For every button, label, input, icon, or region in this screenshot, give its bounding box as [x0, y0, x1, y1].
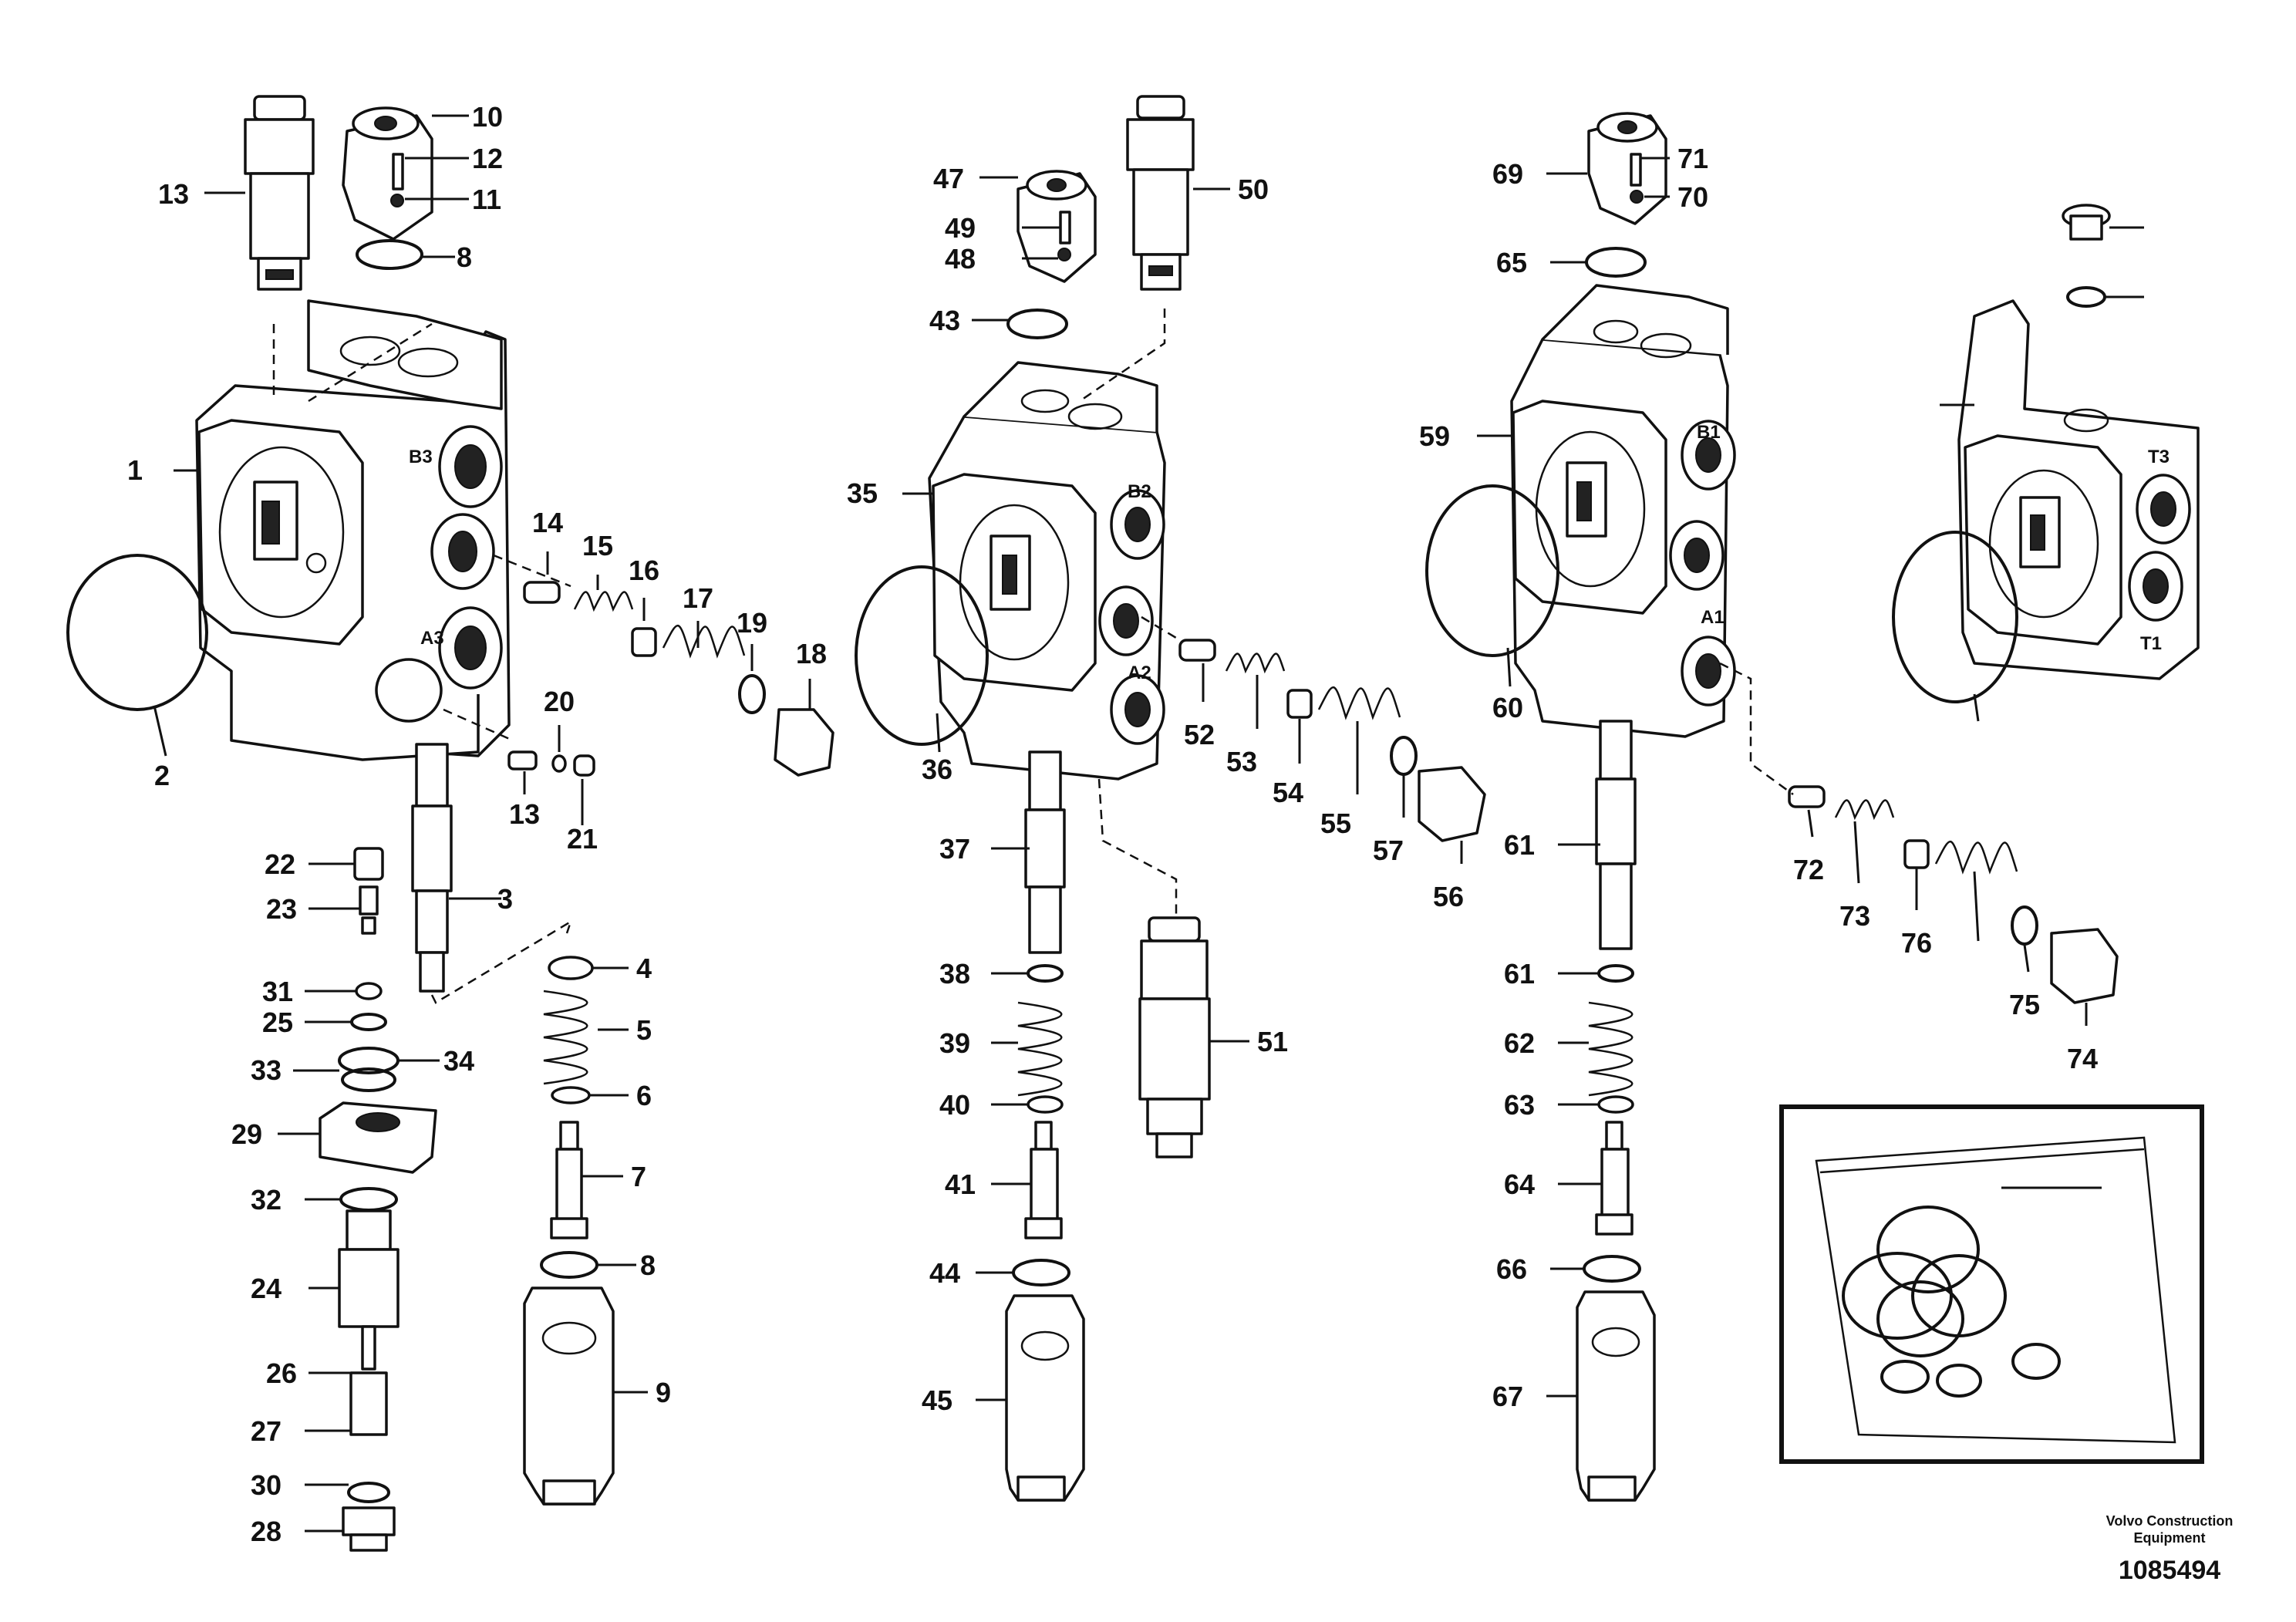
callout-46: 49 [945, 212, 976, 244]
callout-35: 35 [847, 477, 878, 509]
port-label-b2: B2 [1128, 481, 1151, 502]
callout-40: 40 [939, 1089, 970, 1121]
callout-41: 41 [945, 1168, 976, 1200]
port-label-t3: T3 [2148, 447, 2170, 467]
callout-14: 13 [509, 798, 540, 830]
callout-66: 72 [1793, 854, 1824, 885]
callout-21: 20 [544, 686, 575, 717]
callout-8-bottom: 8 [640, 1249, 656, 1281]
callout-68: 74 [2067, 1043, 2098, 1074]
port-label-a3: A3 [420, 628, 444, 649]
callout-labels: 10 12 11 13 8 1 2 14 15 16 17 19 18 20 1… [127, 101, 2144, 1547]
callout-15: 14 [532, 507, 563, 538]
callout-4: 4 [636, 953, 652, 984]
valve-section-3: B1 A1 [1425, 112, 2119, 1502]
callout-55: 60 [1492, 692, 1523, 723]
callout-13: 13 [158, 178, 189, 210]
callout-49: 53 [1226, 746, 1257, 777]
callout-61-bottom: 66 [1496, 1253, 1527, 1285]
company-name-line2: Equipment [2134, 1530, 2206, 1546]
callout-64: 70 [1677, 181, 1708, 213]
callout-56: 61 [1504, 829, 1535, 861]
callout-57: 61 [1504, 958, 1535, 990]
callout-54: 59 [1419, 420, 1450, 452]
callout-70: 76 [1901, 927, 1932, 959]
callout-25: 24 [251, 1273, 282, 1304]
callout-29: 28 [251, 1516, 282, 1547]
callout-36: 36 [922, 754, 952, 785]
callout-43: 45 [922, 1384, 952, 1416]
seal-kit-inset [1779, 1104, 2204, 1464]
callout-67: 73 [1839, 900, 1870, 932]
callout-53: 57 [1373, 835, 1404, 866]
callout-69: 75 [2009, 989, 2040, 1020]
callout-63: 69 [1492, 158, 1523, 190]
callout-27: 26 [266, 1357, 297, 1389]
port-label-a2: A2 [1128, 663, 1151, 683]
callout-50: 54 [1273, 777, 1303, 808]
callout-58: 62 [1504, 1027, 1535, 1059]
callout-52: 56 [1433, 881, 1464, 912]
callout-44: 47 [933, 163, 964, 194]
callout-6: 6 [636, 1080, 652, 1111]
callout-3: 3 [497, 883, 513, 915]
callout-12: 12 [472, 143, 503, 174]
callout-47-top: 50 [1238, 174, 1269, 205]
callout-8-top: 8 [457, 241, 472, 273]
callout-18: 17 [683, 582, 713, 614]
document-number: 1085494 [2119, 1556, 2220, 1585]
callout-38: 38 [939, 958, 970, 990]
callout-7: 7 [631, 1161, 646, 1192]
callout-19: 18 [796, 638, 827, 669]
valve-section-2: B2 A2 [855, 95, 1486, 1502]
callout-5: 5 [636, 1014, 652, 1046]
company-name-line1: Volvo Construction [2106, 1513, 2234, 1529]
callout-48: 52 [1184, 719, 1215, 750]
callout-22: 21 [567, 823, 598, 855]
callout-60: 64 [1504, 1168, 1535, 1200]
callout-42-bottom: 44 [929, 1257, 960, 1289]
callout-11: 11 [472, 184, 501, 215]
callout-24: 23 [266, 893, 297, 925]
callout-59: 63 [1504, 1089, 1535, 1121]
callout-20: 19 [737, 607, 767, 639]
callout-47-bottom: 51 [1257, 1026, 1288, 1057]
callout-1: 1 [127, 454, 143, 486]
o-ring-large [66, 554, 208, 711]
callout-34-right: 34 [443, 1045, 474, 1077]
callout-34-left: 33 [251, 1054, 282, 1086]
callout-28: 27 [251, 1415, 282, 1447]
callout-32: 31 [262, 976, 293, 1007]
valve-section-1: B3 A3 [66, 95, 834, 1552]
callout-9: 9 [656, 1377, 671, 1408]
callout-30: 29 [231, 1118, 262, 1150]
port-label-b3: B3 [409, 447, 433, 467]
callout-61-top: 65 [1496, 247, 1527, 278]
callout-45: 48 [945, 243, 976, 275]
port-label-b1: B1 [1697, 422, 1721, 443]
callout-23: 22 [265, 848, 295, 880]
callout-37: 37 [939, 833, 970, 865]
callout-51: 55 [1320, 808, 1351, 839]
callout-26: 25 [262, 1007, 293, 1038]
footer: Volvo Construction Equipment 1085494 [2106, 1513, 2234, 1585]
callout-10: 10 [472, 101, 503, 133]
callout-65: 71 [1677, 143, 1708, 174]
callout-31: 30 [251, 1469, 282, 1501]
callout-62: 67 [1492, 1381, 1523, 1412]
port-label-t1: T1 [2140, 633, 2162, 654]
callout-39: 39 [939, 1027, 970, 1059]
callout-17: 16 [629, 555, 659, 586]
end-cover: T3 T1 [1892, 204, 2200, 703]
callout-16: 15 [582, 530, 613, 561]
callout-42-top: 43 [929, 305, 960, 336]
callout-33: 32 [251, 1184, 282, 1216]
port-label-a1: A1 [1701, 607, 1725, 628]
callout-2: 2 [154, 760, 170, 791]
